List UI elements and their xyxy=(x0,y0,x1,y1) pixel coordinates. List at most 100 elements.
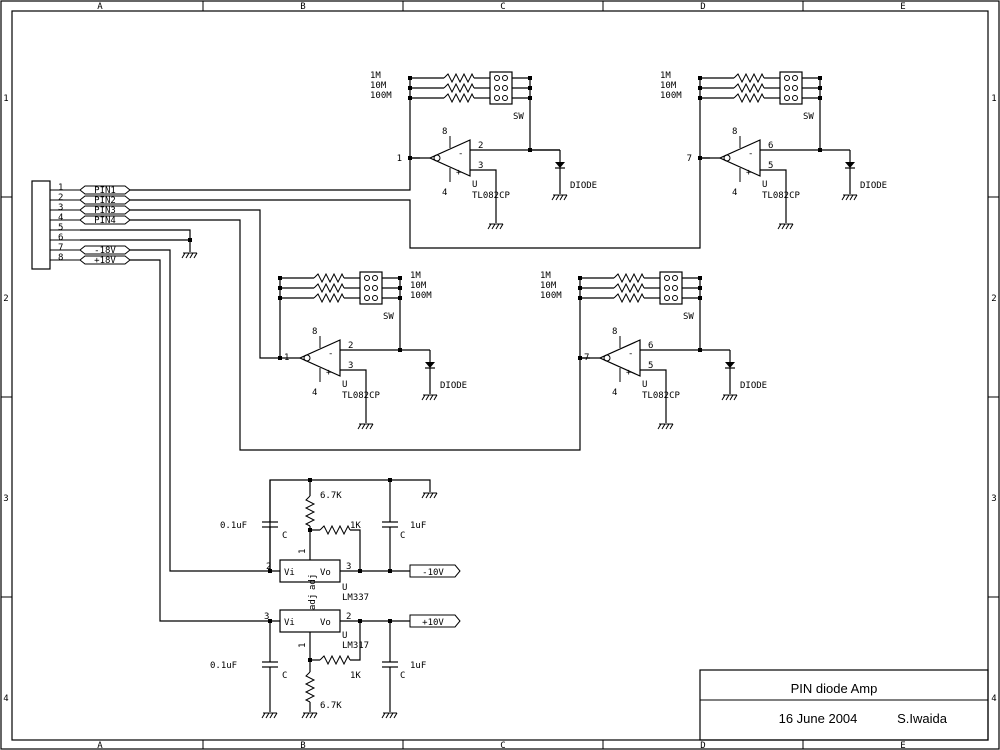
c-out-label: C xyxy=(400,531,405,541)
diode-label: DIODE xyxy=(570,181,597,191)
net-m18v: -18V xyxy=(94,246,116,256)
svg-text:TL082CP: TL082CP xyxy=(762,191,801,201)
col-label-c: C xyxy=(500,2,505,12)
pin-out: 2 xyxy=(346,612,351,622)
col-label-d-bottom: D xyxy=(700,741,705,750)
svg-text:+: + xyxy=(746,168,752,178)
svg-text:+: + xyxy=(626,368,632,378)
signal-wires xyxy=(130,157,710,622)
net-pin2: PIN2 xyxy=(94,196,116,206)
c-in-label: C xyxy=(282,531,287,541)
svg-text:-: - xyxy=(748,149,753,159)
svg-text:7: 7 xyxy=(584,353,589,363)
adj-label: adj xyxy=(308,574,318,590)
pin-num-4: 4 xyxy=(58,213,63,223)
ground-symbol xyxy=(181,252,198,259)
svg-text:SW: SW xyxy=(683,312,694,322)
column-labels-top: A B C D E xyxy=(97,2,905,12)
svg-text:6: 6 xyxy=(648,341,653,351)
net-pin3: PIN3 xyxy=(94,206,116,216)
svg-text:DIODE: DIODE xyxy=(440,381,467,391)
amp-stage-2: 1M 10M 100M SW 8 4 - + 7 6 xyxy=(660,71,887,230)
svg-text:-: - xyxy=(328,349,333,359)
row-labels-left: 1 2 3 4 xyxy=(3,94,8,704)
connector-ground-wires xyxy=(80,229,198,259)
title-text: PIN diode Amp xyxy=(791,681,878,696)
pin-8: 8 xyxy=(442,127,447,137)
amp-stage-4: 1M 10M 100M SW 8 4 - + 7 6 xyxy=(540,271,767,430)
unit-label: U xyxy=(342,583,347,593)
row-label-4: 4 xyxy=(3,694,8,704)
chip-label: LM337 xyxy=(342,593,369,603)
row-label-2-right: 2 xyxy=(991,294,996,304)
row-label-1: 1 xyxy=(3,94,8,104)
title-block: PIN diode Amp 16 June 2004 S.Iwaida xyxy=(699,669,989,741)
svg-text:1M: 1M xyxy=(660,71,671,81)
svg-text:4: 4 xyxy=(732,188,737,198)
svg-text:U: U xyxy=(642,380,647,390)
svg-text:10M: 10M xyxy=(540,281,557,291)
svg-text:4: 4 xyxy=(612,388,617,398)
pin-num-5: 5 xyxy=(58,223,63,233)
vi-label: Vi xyxy=(284,618,295,628)
adj-label: adj xyxy=(308,594,318,610)
net-p18v: +18V xyxy=(94,256,116,266)
pin-num-3: 3 xyxy=(58,203,63,213)
svg-text:+: + xyxy=(326,368,332,378)
r-adj-value: 1K xyxy=(350,671,361,681)
sw-label: SW xyxy=(513,112,524,122)
unit-label: U xyxy=(342,631,347,641)
out-net: -10V xyxy=(422,568,444,578)
c-in-value: 0.1uF xyxy=(220,521,247,531)
pin-minus: 2 xyxy=(478,141,483,151)
col-label-c-bottom: C xyxy=(500,741,505,750)
svg-text:TL082CP: TL082CP xyxy=(642,391,681,401)
r-top-value: 6.7K xyxy=(320,491,342,501)
svg-text:10M: 10M xyxy=(410,281,427,291)
svg-text:5: 5 xyxy=(648,361,653,371)
svg-text:3: 3 xyxy=(348,361,353,371)
chip-label: LM317 xyxy=(342,641,369,651)
pin-num-8: 8 xyxy=(58,253,63,263)
svg-text:U: U xyxy=(762,180,767,190)
column-labels-bottom: A B C D E xyxy=(97,741,905,750)
connector-j1: 1 2 3 4 5 6 7 8 PIN1 PIN2 PIN3 PIN4 -18V… xyxy=(31,180,131,270)
svg-text:8: 8 xyxy=(312,327,317,337)
amp-stage-3: 1M 10M 100M SW 8 4 - + 1 2 xyxy=(278,271,467,430)
c-out-label: C xyxy=(400,671,405,681)
svg-text:TL082CP: TL082CP xyxy=(342,391,381,401)
row-label-2: 2 xyxy=(3,294,8,304)
regulator-lm337: 0.1uF C 6.7K 1K 1 1uF C Vi Vo adj 2 3 U … xyxy=(220,478,461,603)
pin-num-6: 6 xyxy=(58,233,63,243)
pin-in: 2 xyxy=(266,562,271,572)
regulator-lm317: 0.1uF C Vi Vo adj 3 2 U LM317 1 1K 6.7K … xyxy=(210,594,461,719)
vi-label: Vi xyxy=(284,568,295,578)
svg-text:+: + xyxy=(456,168,462,178)
vo-label: Vo xyxy=(320,618,331,628)
r-label-1m: 1M xyxy=(370,71,381,81)
svg-text:8: 8 xyxy=(612,327,617,337)
opamp-triangle xyxy=(428,139,471,177)
svg-text:100M: 100M xyxy=(660,91,682,101)
row-label-3: 3 xyxy=(3,494,8,504)
amp-stage-1: 1M 10M 100M SW 8 4 - + 1 xyxy=(370,71,597,230)
svg-text:4: 4 xyxy=(312,388,317,398)
switch-box xyxy=(489,71,513,105)
row-label-3-right: 3 xyxy=(991,494,996,504)
net-pin4: PIN4 xyxy=(94,216,116,226)
row-label-4-right: 4 xyxy=(991,694,996,704)
pin-4: 4 xyxy=(442,188,447,198)
svg-text:SW: SW xyxy=(383,312,394,322)
col-label-a: A xyxy=(97,2,103,12)
pin-adj: 1 xyxy=(298,643,308,648)
unit-label: U xyxy=(472,180,477,190)
svg-text:8: 8 xyxy=(732,127,737,137)
pin-in: 1 xyxy=(397,154,402,164)
col-label-d: D xyxy=(700,2,705,12)
r-label-100m: 100M xyxy=(370,91,392,101)
svg-text:DIODE: DIODE xyxy=(740,381,767,391)
svg-text:DIODE: DIODE xyxy=(860,181,887,191)
svg-text:1: 1 xyxy=(284,353,289,363)
